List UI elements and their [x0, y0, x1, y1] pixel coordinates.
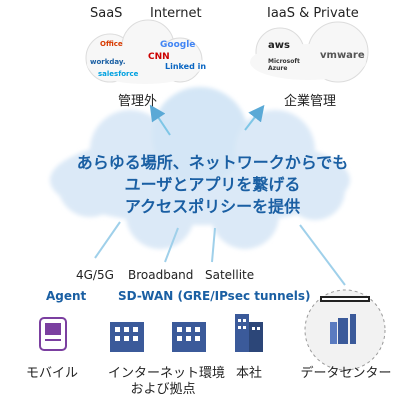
central-cloud [50, 87, 350, 249]
vmware-logo: vmware [320, 50, 365, 61]
workday-logo: workday. [90, 58, 126, 66]
sdwan-label: SD-WAN (GRE/IPsec tunnels) [118, 289, 311, 303]
enterprise-managed-label: 企業管理 [284, 94, 337, 109]
aws-logo: aws [268, 40, 290, 51]
azure-logo: Microsoft Azure [268, 58, 300, 72]
line-datacenter [299, 224, 346, 286]
central-message-line3: アクセスポリシーを提供 [124, 197, 301, 216]
lte-label: 4G/5G [76, 268, 114, 282]
cnn-logo: CNN [148, 52, 170, 62]
hq-building-icon [235, 314, 263, 352]
line-broadband [164, 227, 179, 263]
saas-header: SaaS [90, 6, 123, 21]
iaas-private-cloud [250, 21, 369, 83]
central-message-line1: あらゆる場所、ネットワークからでも [76, 153, 349, 172]
remote-building-icon [110, 322, 144, 352]
line-4g5g [94, 221, 121, 259]
linkedin-logo: Linked in [165, 62, 207, 71]
unmanaged-label: 管理外 [118, 94, 158, 109]
broadband-label: Broadband [128, 268, 194, 282]
mobile-icon [39, 317, 67, 351]
line-satellite [211, 227, 216, 263]
remote-caption-line1: インターネット環境 [108, 366, 226, 381]
internet-header: Internet [150, 6, 202, 21]
datacenter-caption: データセンター [300, 366, 392, 381]
upward-arrows [149, 104, 265, 136]
arrow-to-enterprise [244, 104, 265, 131]
salesforce-logo: salesforce [98, 70, 139, 78]
connection-lines [94, 221, 346, 286]
mobile-caption: モバイル [26, 366, 79, 381]
agent-label: Agent [46, 289, 87, 303]
saas-internet-cloud [85, 19, 203, 84]
branch-building-icon [172, 322, 206, 352]
iaas-private-header: IaaS & Private [267, 6, 359, 21]
remote-caption-line2: および拠点 [130, 382, 196, 397]
hq-caption: 本社 [235, 366, 262, 381]
central-message-line2: ユーザとアプリを繋げる [124, 175, 301, 194]
arrow-to-unmanaged [149, 104, 171, 136]
server-rack-icon [320, 296, 370, 344]
google-logo: Google [160, 40, 196, 50]
satellite-label: Satellite [205, 268, 255, 282]
office-logo: Office [100, 40, 123, 48]
